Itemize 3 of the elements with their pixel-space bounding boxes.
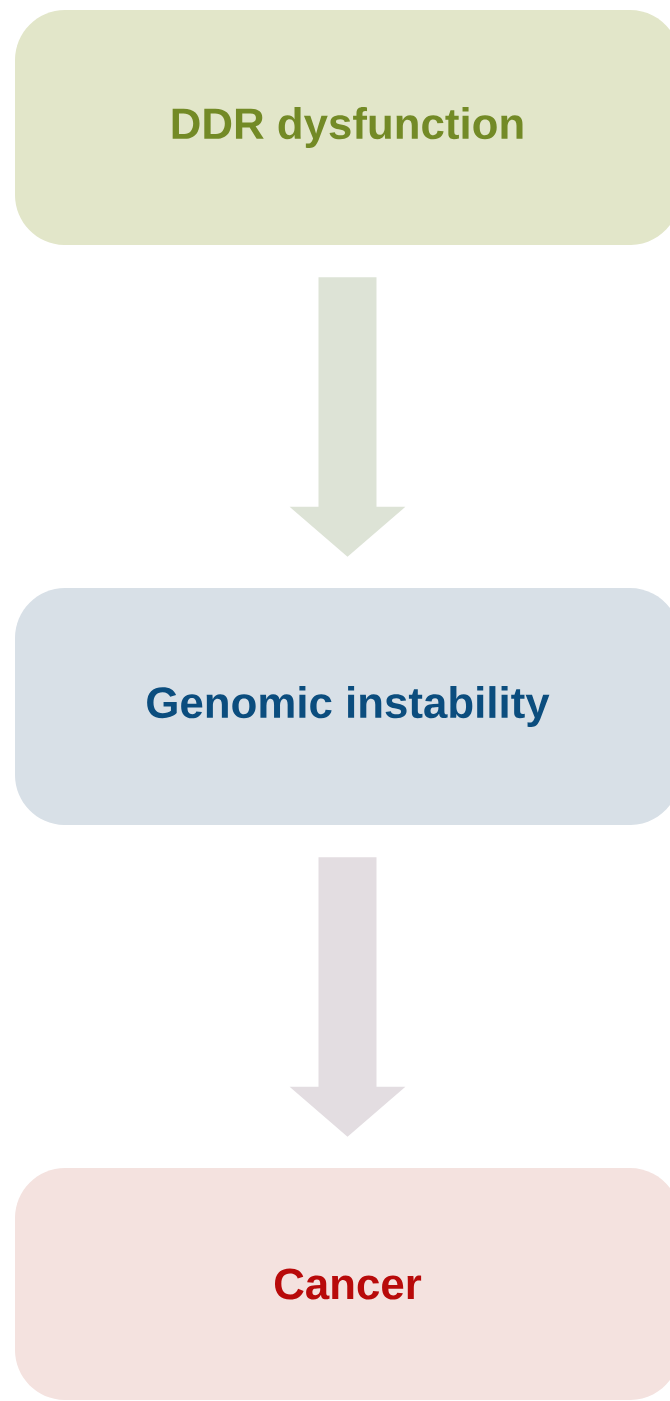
process-box: DDR dysfunction (15, 10, 670, 245)
process-box: Genomic instability (15, 588, 670, 825)
process-box: Cancer (15, 1168, 670, 1400)
